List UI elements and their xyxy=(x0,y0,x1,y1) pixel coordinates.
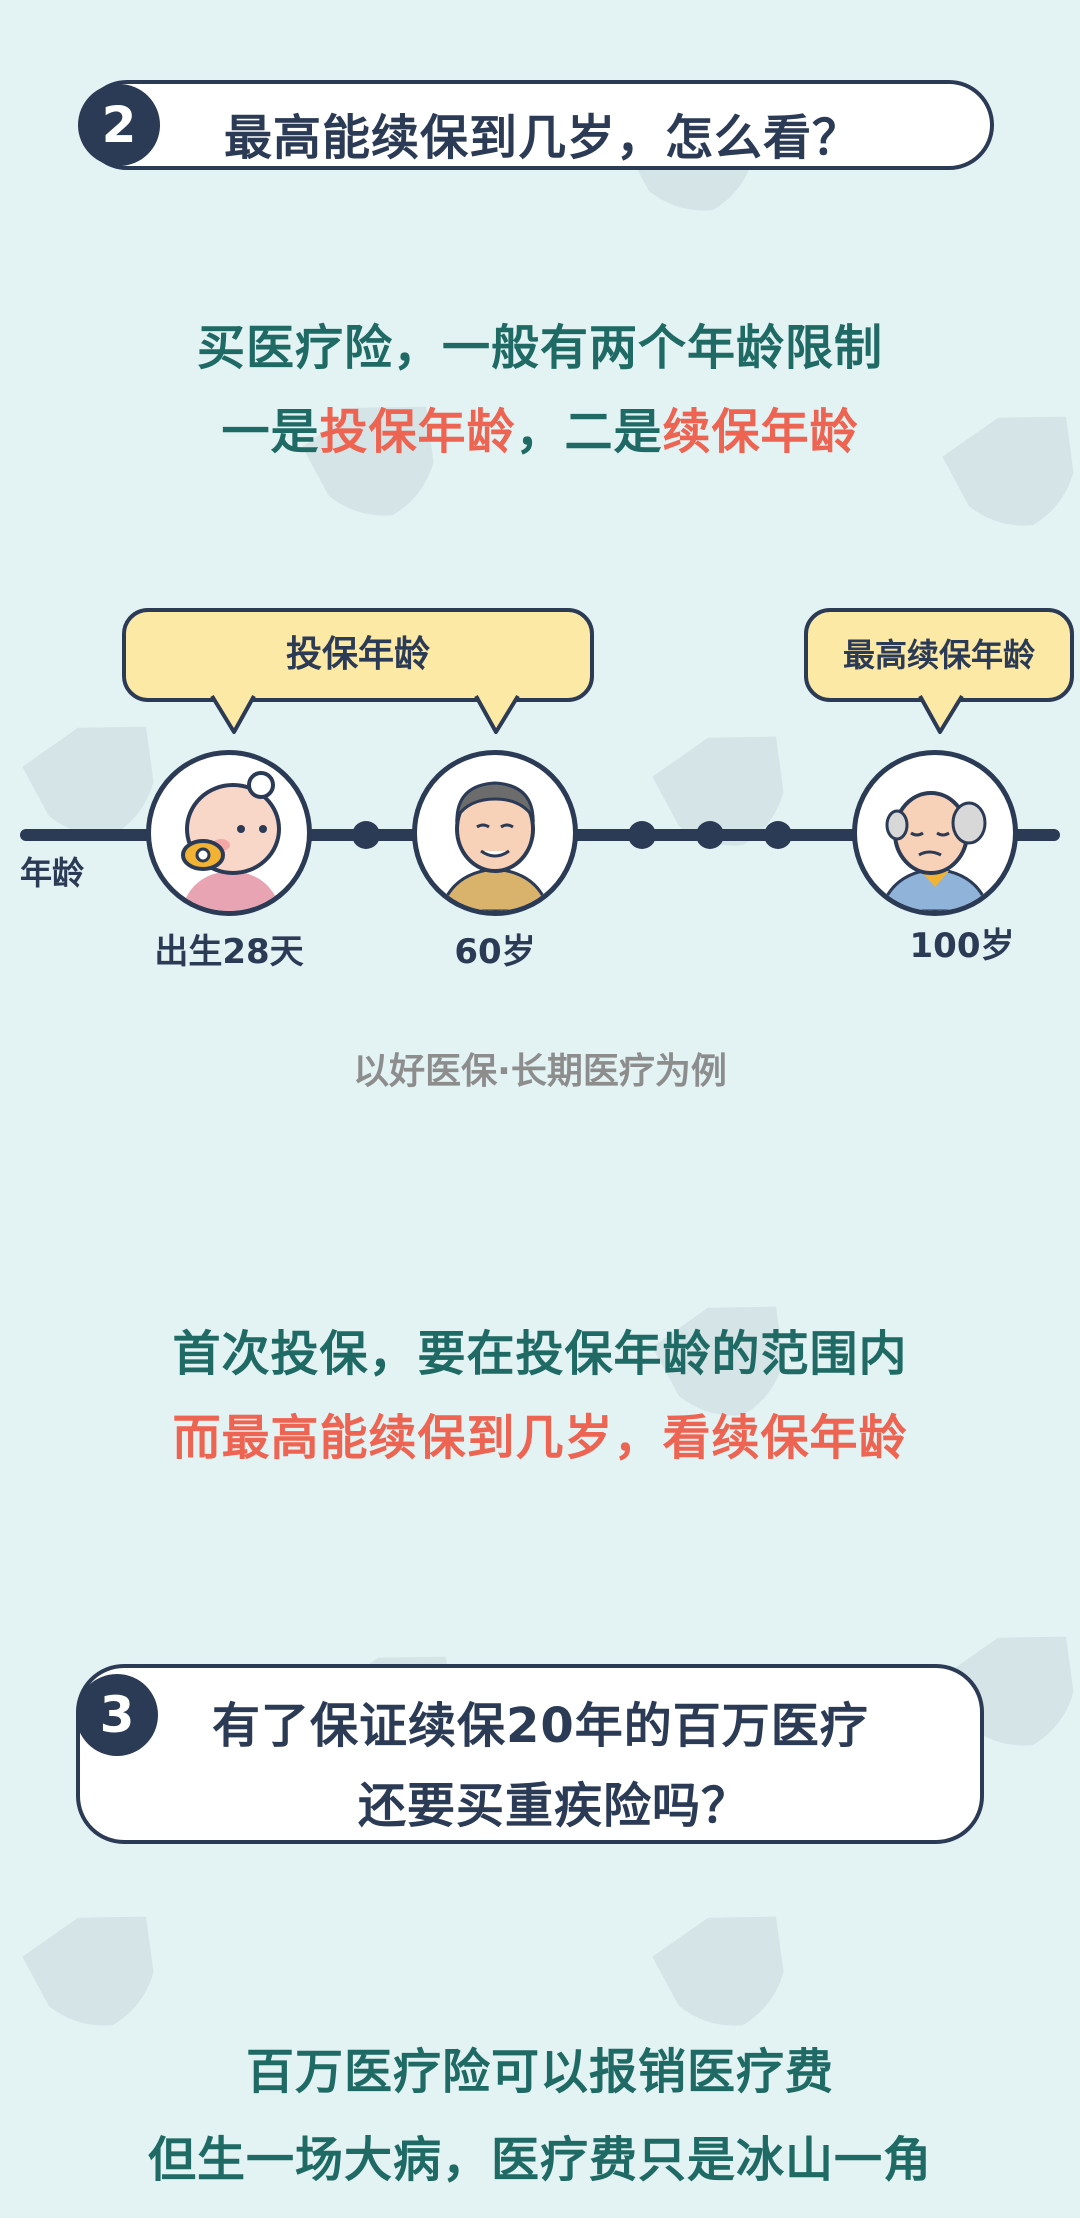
timeline-dot xyxy=(352,821,380,849)
watermark-shield-icon xyxy=(652,1306,784,1416)
section-2-title: 最高能续保到几岁，怎么看？ xyxy=(224,110,862,166)
timeline-dot xyxy=(696,821,724,849)
insure-age-bubble: 投保年龄 xyxy=(122,608,594,702)
watermark-shield-icon xyxy=(942,416,1074,526)
watermark-shield-icon xyxy=(302,406,434,516)
bubble-pointer xyxy=(918,694,964,734)
elder-100-avatar xyxy=(852,750,1018,916)
highlight-renew-age: 续保年龄 xyxy=(662,404,859,460)
explain-line-2: 而最高能续保到几岁，看续保年龄 xyxy=(172,1410,908,1466)
section-2-header: 2 最高能续保到几岁，怎么看？ xyxy=(78,80,994,170)
closing-line-2: 但生一场大病，医疗费只是冰山一角 xyxy=(147,2132,932,2188)
section-3-title-line-1: 有了保证续保20年的百万医疗 xyxy=(212,1698,869,1754)
intro-text: 一是 xyxy=(221,404,320,460)
explain-line-1: 首次投保，要在投保年龄的范围内 xyxy=(172,1326,908,1382)
intro-line-1: 买医疗险，一般有两个年龄限制 xyxy=(196,320,883,376)
example-caption: 以好医保·长期医疗为例 xyxy=(353,1051,727,1092)
timeline-dot xyxy=(628,821,656,849)
middle-aged-man-icon xyxy=(439,781,551,911)
section-number-badge: 3 xyxy=(76,1674,158,1756)
age-label-100: 100岁 xyxy=(909,926,1015,966)
watermark-shield-icon xyxy=(652,1916,784,2026)
intro-text: ，二是 xyxy=(515,404,663,460)
baby-icon xyxy=(181,771,281,911)
timeline-axis-label: 年龄 xyxy=(20,854,85,892)
elder-60-avatar xyxy=(412,750,578,916)
section-number-badge: 2 xyxy=(78,84,160,166)
timeline-dot xyxy=(764,821,792,849)
section-3-header: 3 有了保证续保20年的百万医疗 还要买重疾险吗？ xyxy=(76,1664,984,1844)
watermark-shield-icon xyxy=(652,736,784,846)
old-man-icon xyxy=(879,791,991,911)
max-renew-age-bubble: 最高续保年龄 xyxy=(804,608,1074,702)
highlight-insure-age: 投保年龄 xyxy=(319,404,516,460)
intro-line-2: 一是投保年龄，二是续保年龄 xyxy=(0,392,1080,462)
max-renew-age-bubble-label: 最高续保年龄 xyxy=(842,636,1035,674)
bubble-pointer xyxy=(474,694,520,734)
insure-age-bubble-label: 投保年龄 xyxy=(285,634,430,675)
closing-line-1: 百万医疗险可以报销医疗费 xyxy=(245,2044,834,2100)
watermark-shield-icon xyxy=(22,1916,154,2026)
age-label-birth: 出生28天 xyxy=(154,932,304,972)
age-label-60: 60岁 xyxy=(454,932,536,972)
section-3-title-line-2: 还要买重疾险吗？ xyxy=(358,1778,751,1834)
watermark-shield-icon xyxy=(22,726,154,836)
baby-avatar xyxy=(146,750,312,916)
bubble-pointer xyxy=(210,694,256,734)
